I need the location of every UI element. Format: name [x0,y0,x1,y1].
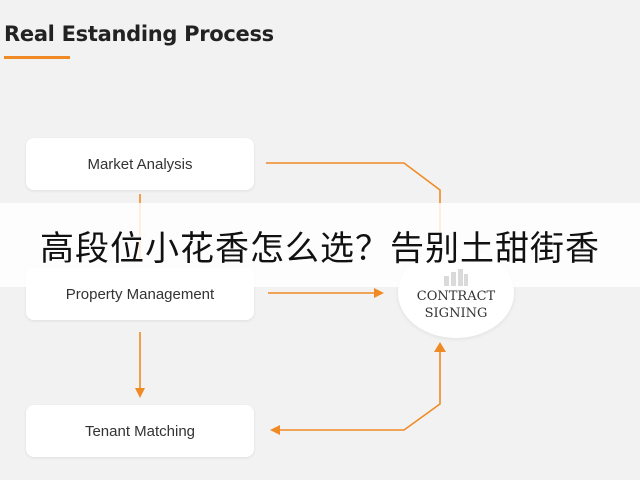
contract-signing-label-line1: CONTRACT [416,289,496,304]
node-property-management-label: Property Management [65,285,215,303]
node-property-management: Property Management [26,268,254,320]
overlay-banner: 高段位小花香怎么选？告别土甜街香 [0,203,640,287]
node-market-analysis-label: Market Analysis [87,155,193,173]
page-title: Real Estanding Process [4,22,274,46]
contract-signing-label-line2: SIGNING [424,306,488,321]
overlay-banner-text: 高段位小花香怎么选？告别土甜街香 [40,228,600,269]
node-tenant-matching-label: Tenant Matching [84,422,196,440]
arrow-up-into-contract [434,342,446,352]
node-tenant-matching: Tenant Matching [26,405,254,457]
node-market-analysis: Market Analysis [26,138,254,190]
title-underline [4,56,70,59]
connector-contract-to-tenant [270,346,441,435]
